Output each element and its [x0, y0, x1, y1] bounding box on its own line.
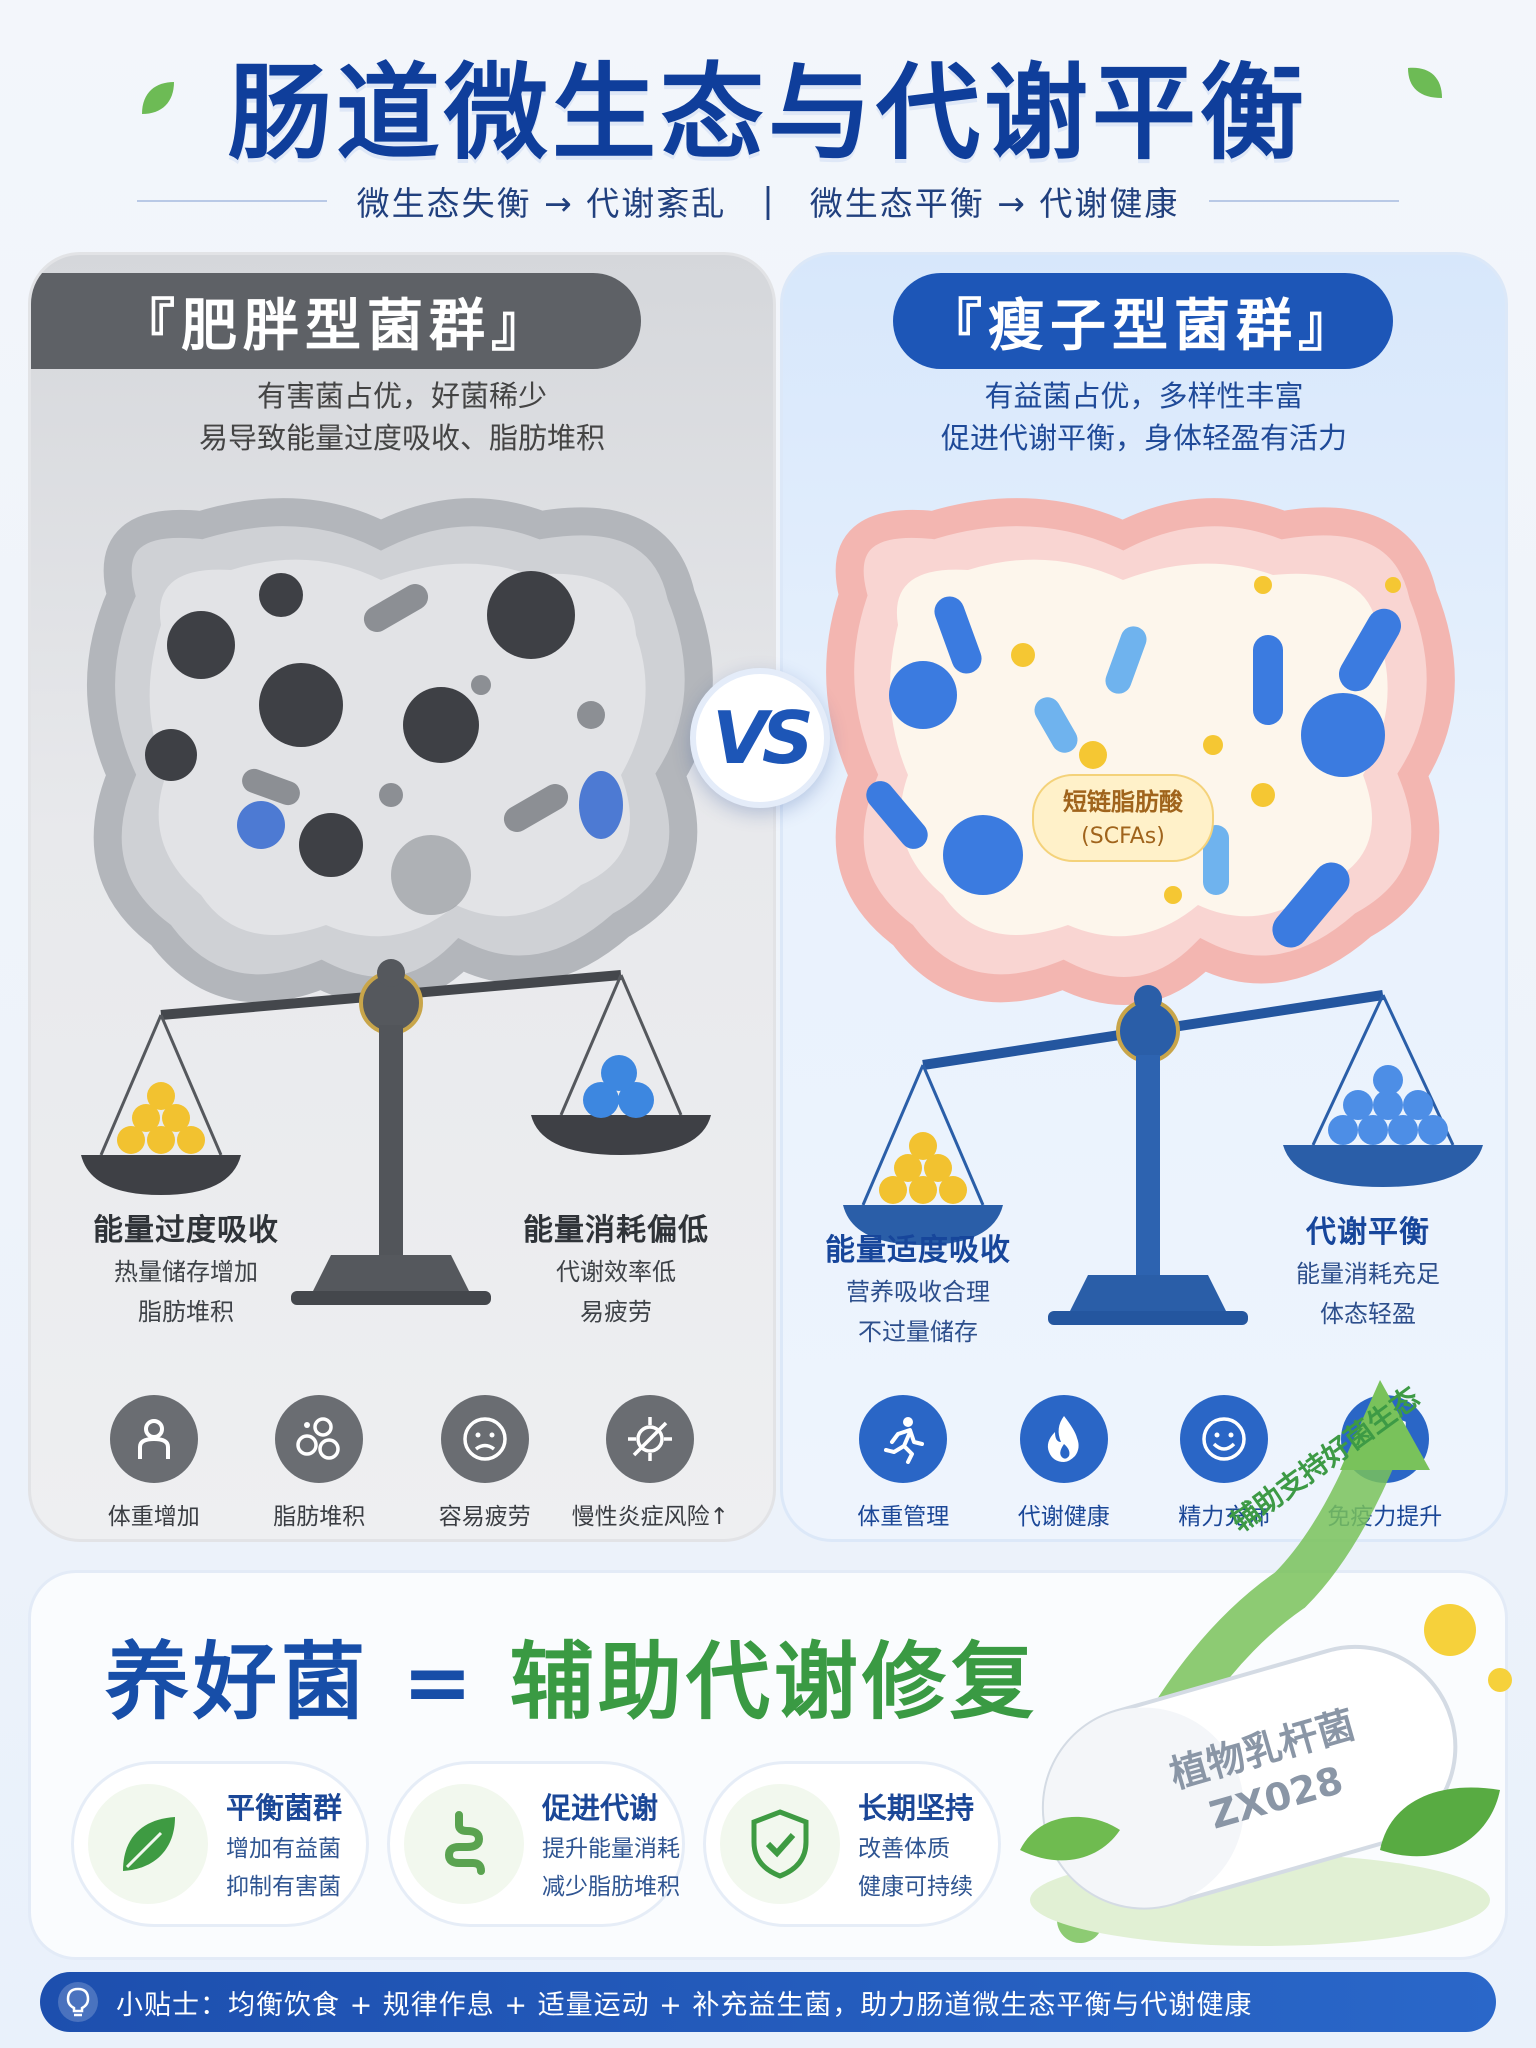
subtitle-divider [136, 200, 327, 202]
intestine-icon [404, 1784, 524, 1904]
capsule-illustration: 植物乳杆菌 ZX028 [1020, 1380, 1512, 1946]
slogan: 养好菌 = 辅助代谢修复 [105, 1615, 1038, 1736]
feature-line: 减少脂肪堆积 [542, 1874, 680, 1900]
stat-line: 营养吸收合理 [846, 1278, 990, 1306]
flame-icon [1019, 1395, 1108, 1483]
pink-intestine-illustration: 短链脂肪酸 (SCFAs) [826, 498, 1455, 1005]
desc-line: 易导致能量过度吸收、脂肪堆积 [198, 421, 605, 455]
effect-label: 精力充沛 [1178, 1504, 1271, 1530]
left-effects-row: 体重增加 脂肪堆积 容易疲劳 慢性炎症风险↑ [31, 1395, 773, 1531]
lean-microbiome-panel: 『瘦子型菌群』 有益菌占优，多样性丰富 促进代谢平衡，身体轻盈有活力 短链脂肪酸… [780, 252, 1508, 1542]
stat-energy-consumption: 能量消耗偏低 代谢效率低 易疲劳 [491, 1205, 741, 1329]
gray-intestine-illustration [87, 498, 713, 1005]
subtitle-divider [1209, 200, 1400, 202]
stat-title: 能量消耗偏低 [523, 1213, 709, 1248]
leaf-icon [88, 1784, 208, 1904]
effect-fat-accumulation: 脂肪堆积 [244, 1395, 394, 1531]
feature-long-term: 长期坚持 改善体质 健康可持续 [703, 1761, 1001, 1927]
subtitle-left: 微生态失衡 → 代谢紊乱 [356, 184, 727, 223]
stat-line: 体态轻盈 [1320, 1300, 1416, 1328]
effect-metabolic-health: 代谢健康 [989, 1395, 1139, 1531]
vs-badge: VS [690, 668, 830, 808]
effect-fatigue: 容易疲劳 [410, 1395, 560, 1531]
panel-badge: 『肥胖型菌群』 [31, 273, 641, 369]
effect-label: 体重管理 [857, 1504, 950, 1530]
feature-list: 平衡菌群 增加有益菌 抑制有害菌 促进代谢 提升能量消耗 减少脂肪堆积 长期坚持… [71, 1761, 1001, 1927]
stat-moderate-absorption: 能量适度吸收 营养吸收合理 不过量储存 [793, 1225, 1043, 1349]
feature-title: 长期坚持 [858, 1791, 975, 1825]
subtitle-separator: | [762, 181, 774, 221]
running-icon [859, 1395, 948, 1483]
slogan-prefix: 养好菌 = [105, 1633, 510, 1731]
stat-line: 能量消耗充足 [1296, 1260, 1440, 1288]
inflammation-icon [606, 1395, 695, 1483]
stat-line: 代谢效率低 [556, 1258, 676, 1286]
leaf-decoration-icon [1408, 67, 1442, 98]
effect-label: 慢性炎症风险↑ [571, 1504, 729, 1530]
feature-title: 平衡菌群 [226, 1791, 343, 1825]
desc-line: 促进代谢平衡，身体轻盈有活力 [940, 421, 1347, 455]
effect-label: 容易疲劳 [438, 1504, 531, 1530]
subtitle: 微生态失衡 → 代谢紊乱 | 微生态平衡 → 代谢健康 [0, 176, 1536, 226]
feature-line: 提升能量消耗 [542, 1836, 680, 1862]
stat-line: 脂肪堆积 [138, 1298, 234, 1326]
effect-weight-management: 体重管理 [828, 1395, 978, 1531]
subtitle-right: 微生态平衡 → 代谢健康 [809, 184, 1180, 223]
scfa-sublabel: (SCFAs) [1081, 824, 1165, 849]
effect-label: 脂肪堆积 [273, 1504, 366, 1530]
leaf-decoration-icon [142, 82, 174, 114]
stat-line: 热量储存增加 [114, 1258, 258, 1286]
person-icon [109, 1395, 198, 1483]
stat-energy-absorption: 能量过度吸收 热量储存增加 脂肪堆积 [61, 1205, 311, 1329]
stat-title: 能量过度吸收 [93, 1213, 279, 1248]
tip-bar: 小贴士：均衡饮食 + 规律作息 + 适量运动 + 补充益生菌，助力肠道微生态平衡… [40, 1972, 1496, 2032]
tip-text: 小贴士：均衡饮食 + 规律作息 + 适量运动 + 补充益生菌，助力肠道微生态平衡… [116, 1989, 1253, 2021]
feature-line: 健康可持续 [858, 1874, 973, 1900]
page-title: 肠道微生态与代谢平衡 [227, 52, 1308, 174]
effect-inflammation-risk: 慢性炎症风险↑ [572, 1395, 729, 1531]
effect-weight-gain: 体重增加 [79, 1395, 229, 1531]
effect-label: 体重增加 [107, 1504, 200, 1530]
stat-line: 不过量储存 [858, 1318, 978, 1346]
fat-cells-icon [275, 1395, 364, 1483]
feature-line: 改善体质 [858, 1836, 950, 1862]
sad-face-icon [440, 1395, 529, 1483]
blue-balance-scale [843, 985, 1483, 1325]
effect-label: 代谢健康 [1017, 1504, 1110, 1530]
feature-title: 促进代谢 [542, 1791, 659, 1825]
feature-line: 抑制有害菌 [226, 1874, 341, 1900]
stat-line: 易疲劳 [580, 1298, 652, 1326]
shield-check-icon [720, 1784, 840, 1904]
smile-face-icon [1180, 1395, 1269, 1483]
stat-title: 能量适度吸收 [825, 1233, 1011, 1268]
panel-description: 有害菌占优，好菌稀少 易导致能量过度吸收、脂肪堆积 [31, 375, 773, 459]
desc-line: 有益菌占优，多样性丰富 [984, 379, 1304, 413]
panel-description: 有益菌占优，多样性丰富 促进代谢平衡，身体轻盈有活力 [783, 375, 1505, 459]
feature-promote-metabolism: 促进代谢 提升能量消耗 减少脂肪堆积 [387, 1761, 685, 1927]
feature-balance-flora: 平衡菌群 增加有益菌 抑制有害菌 [71, 1761, 369, 1927]
stat-metabolic-balance: 代谢平衡 能量消耗充足 体态轻盈 [1243, 1207, 1493, 1331]
gray-balance-scale [81, 959, 711, 1305]
feature-line: 增加有益菌 [226, 1836, 341, 1862]
scfa-label: 短链脂肪酸 [1063, 788, 1184, 816]
desc-line: 有害菌占优，好菌稀少 [256, 379, 547, 413]
lightbulb-icon [58, 1982, 98, 2022]
slogan-highlight: 辅助代谢修复 [509, 1633, 1038, 1731]
panel-badge: 『瘦子型菌群』 [893, 273, 1393, 369]
effect-energetic: 精力充沛 [1149, 1395, 1299, 1531]
obese-microbiome-panel: 『肥胖型菌群』 有害菌占优，好菌稀少 易导致能量过度吸收、脂肪堆积 [28, 252, 776, 1542]
stat-title: 代谢平衡 [1306, 1215, 1430, 1250]
